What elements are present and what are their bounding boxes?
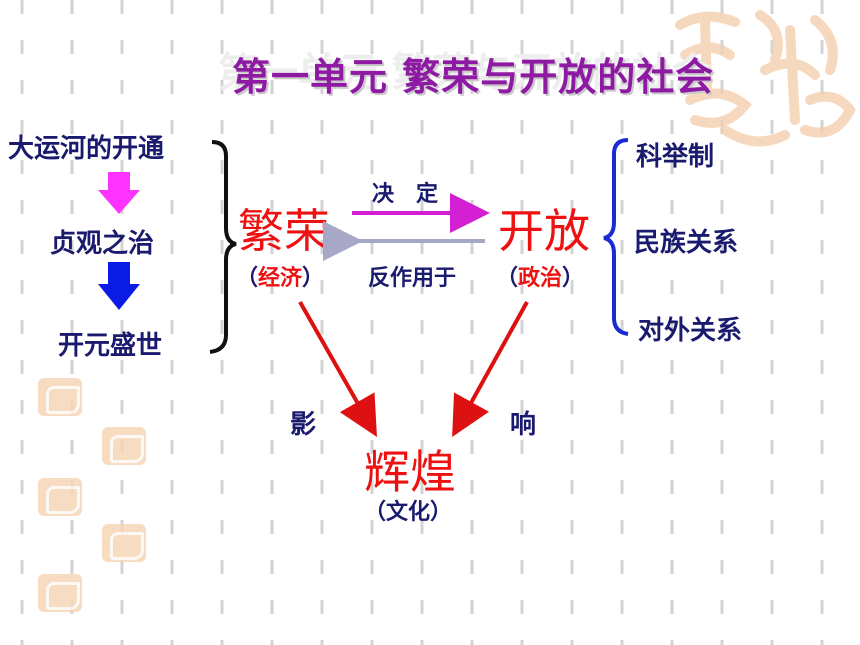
page-title: 第一单元 繁荣与开放的社会 [232, 55, 715, 99]
left-item-kaiyuan: 开元盛世 [58, 331, 163, 361]
decorative-seal-icon [38, 574, 82, 612]
right-item-foreign-relations: 对外关系 [638, 316, 743, 346]
label-influence-right: 响 [510, 410, 537, 440]
right-item-ethnic-relations: 民族关系 [634, 228, 739, 258]
node-openness: 开放 [498, 204, 590, 258]
decorative-seal-icon [38, 378, 82, 416]
label-reacts-on: 反作用于 [368, 266, 457, 291]
label-influence-left: 影 [290, 410, 317, 440]
arrow-chain-1 [98, 172, 140, 214]
left-item-grand-canal: 大运河的开通 [8, 134, 165, 164]
label-decides: 决 定 [372, 182, 439, 207]
title-shadow: 第一单元 繁荣与开放的社会 [218, 50, 712, 96]
decorative-seal-icon [102, 524, 146, 562]
node-splendor-note: （文化） [364, 500, 453, 525]
node-prosperity-note: （经济） [236, 266, 325, 291]
calligraphy-seal-icon [675, 10, 856, 147]
right-brace [603, 138, 629, 336]
right-item-imperial-exam: 科举制 [636, 142, 715, 172]
node-splendor: 辉煌 [364, 445, 456, 499]
arrow-influence-left [298, 301, 377, 437]
left-brace [209, 140, 237, 354]
decorative-seal-icon [38, 478, 82, 516]
node-openness-note: （政治） [496, 266, 585, 291]
arrow-influence-right [452, 301, 529, 437]
decorative-seal-icon [102, 427, 146, 465]
arrow-chain-2 [98, 262, 140, 310]
node-prosperity: 繁荣 [238, 204, 330, 258]
left-item-zhenguan: 贞观之治 [50, 229, 155, 259]
